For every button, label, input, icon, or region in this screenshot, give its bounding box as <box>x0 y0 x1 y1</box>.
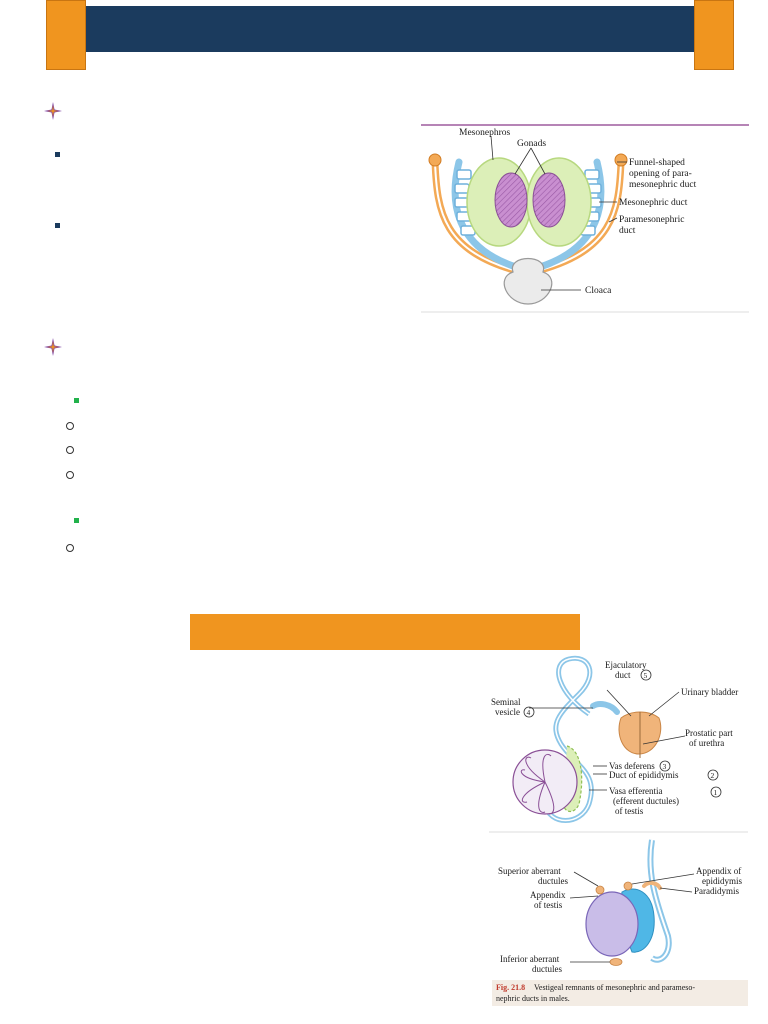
label-duct-number: 2 <box>711 771 715 780</box>
caption-line-1: Vestigeal remnants of mesonephric and pa… <box>534 983 695 992</box>
hollow-circle-icon <box>66 446 74 454</box>
figure-mesonephric-ducts: Mesonephros Gonads Funnel-shaped opening… <box>421 122 749 314</box>
four-point-star-icon <box>44 338 62 356</box>
label-ejaculatory-1: Ejaculatory <box>605 660 647 670</box>
label-gonads: Gonads <box>517 139 546 149</box>
label-vasa-1: Vasa efferentia <box>609 786 663 796</box>
label-seminal-number: 4 <box>527 708 531 717</box>
square-bullet-icon <box>74 518 79 523</box>
label-vas-number: 3 <box>663 762 667 771</box>
label-inferior-1: Inferior aberrant <box>500 954 560 964</box>
hollow-circle-icon <box>66 544 74 552</box>
label-mesonephros: Mesonephros <box>459 128 510 138</box>
label-appendix-testis-2: of testis <box>534 900 563 910</box>
label-vas-deferens: Vas deferens <box>609 761 655 771</box>
label-vasa-2: (efferent ductules) <box>613 796 679 806</box>
four-point-star-icon <box>44 102 62 120</box>
caption-fig-number: Fig. 21.8 <box>496 983 525 992</box>
section-title-band <box>190 614 580 650</box>
label-seminal-1: Seminal <box>491 697 521 707</box>
label-duct-epididymis: Duct of epididymis <box>609 770 679 780</box>
label-superior-1: Superior aberrant <box>498 866 561 876</box>
label-seminal-2: vesicle <box>495 707 520 717</box>
header-tab-right <box>694 0 734 70</box>
label-cloaca: Cloaca <box>585 286 612 296</box>
label-ejaculatory-number: 5 <box>644 671 648 680</box>
label-ejaculatory-2: duct <box>615 670 631 680</box>
label-paradidymis: Paradidymis <box>694 886 739 896</box>
label-appendix-epididymis-1: Appendix of <box>696 866 741 876</box>
label-paramesonephric-2: duct <box>619 226 636 236</box>
figure-male-ducts: Ejaculatory duct 5 Urinary bladder Semin… <box>489 654 748 834</box>
square-bullet-icon <box>55 152 60 157</box>
label-appendix-testis-1: Appendix <box>530 890 566 900</box>
label-funnel-2: opening of para- <box>629 168 692 179</box>
square-bullet-icon <box>74 398 79 403</box>
label-superior-2: ductules <box>538 876 568 886</box>
header-tab-left <box>46 0 86 70</box>
label-paramesonephric-1: Paramesonephric <box>619 215 684 225</box>
label-inferior-2: ductules <box>532 964 562 974</box>
figure-caption: Fig. 21.8 Vestigeal remnants of mesoneph… <box>492 980 748 1006</box>
hollow-circle-icon <box>66 422 74 430</box>
square-bullet-icon <box>55 223 60 228</box>
label-mesonephric-duct: Mesonephric duct <box>619 198 688 208</box>
caption-line-2: nephric ducts in males. <box>496 994 570 1003</box>
label-prostatic-2: of urethra <box>689 738 724 748</box>
header-bar <box>86 6 694 52</box>
label-funnel-3: mesonephric duct <box>629 180 697 190</box>
label-vasa-3: of testis <box>615 806 644 816</box>
label-prostatic-1: Prostatic part <box>685 728 733 738</box>
label-appendix-epididymis-2: epididymis <box>702 876 742 886</box>
label-funnel-1: Funnel-shaped <box>629 158 685 168</box>
label-urinary-bladder: Urinary bladder <box>681 687 738 697</box>
label-vasa-number: 1 <box>714 788 718 797</box>
hollow-circle-icon <box>66 471 74 479</box>
figure-vestigial-remnants: Superior aberrant ductules Appendix of t… <box>492 836 748 1008</box>
